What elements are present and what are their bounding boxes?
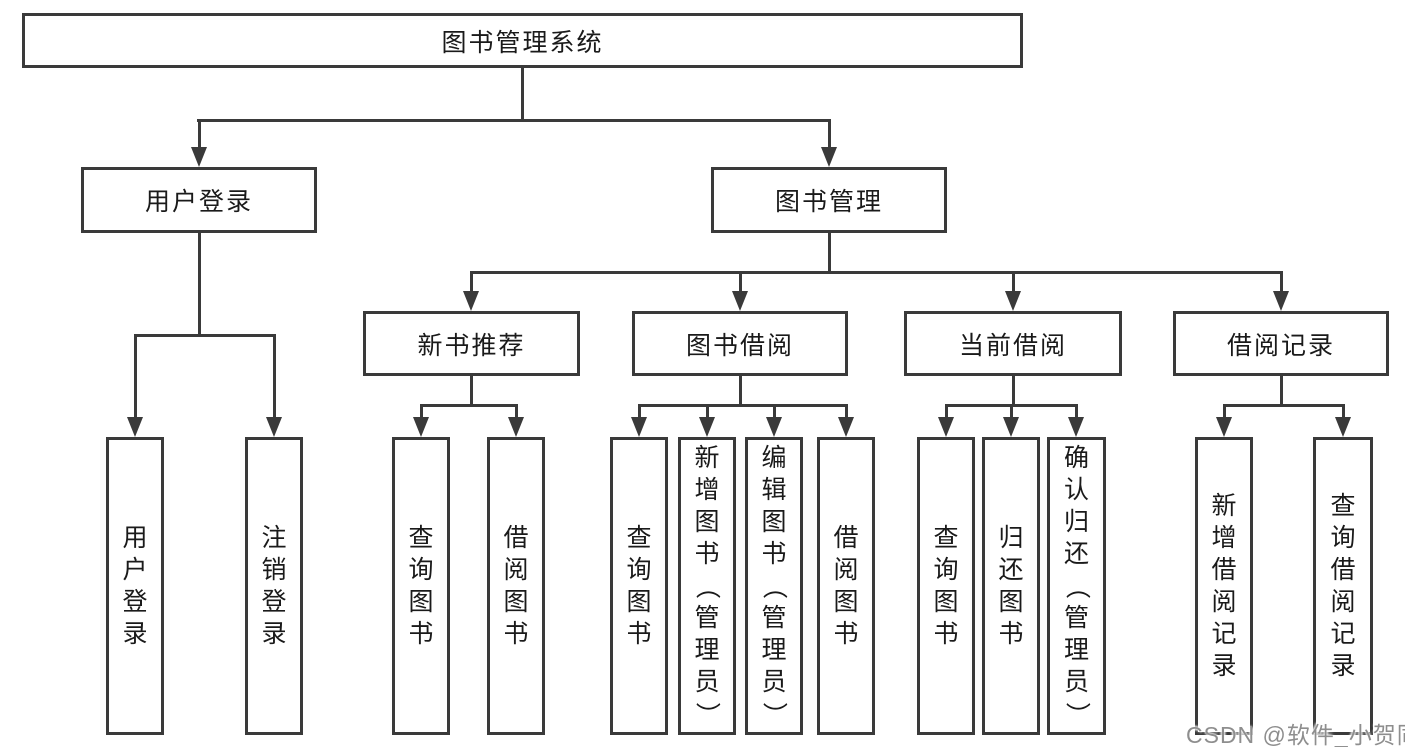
connector-arrowhead-icon <box>732 291 748 311</box>
connector-line <box>515 404 518 419</box>
leaf-records-add-record: 新增借阅记录 <box>1195 437 1253 735</box>
connector-line <box>945 404 948 419</box>
connector-line <box>1342 404 1345 419</box>
connector-arrowhead-icon <box>699 417 715 437</box>
connector-arrowhead-icon <box>631 417 647 437</box>
connector-line <box>197 119 831 122</box>
connector-arrowhead-icon <box>1273 291 1289 311</box>
node-book-borrow: 图书借阅 <box>632 311 848 376</box>
node-new-book-recommend: 新书推荐 <box>363 311 580 376</box>
connector-line <box>470 271 473 293</box>
connector-arrowhead-icon <box>1335 417 1351 437</box>
connector-line <box>198 233 201 337</box>
connector-line <box>273 334 276 419</box>
connector-line <box>420 404 518 407</box>
connector-line <box>470 271 1283 274</box>
leaf-borrow-borrow-books: 借阅图书 <box>817 437 875 735</box>
connector-arrowhead-icon <box>463 291 479 311</box>
connector-line <box>521 68 524 122</box>
connector-line <box>773 404 776 419</box>
connector-line <box>845 404 848 419</box>
connector-arrowhead-icon <box>821 147 837 167</box>
leaf-records-query-record: 查询借阅记录 <box>1313 437 1373 735</box>
node-root: 图书管理系统 <box>22 13 1023 68</box>
connector-line <box>1280 376 1283 407</box>
connector-arrowhead-icon <box>191 147 207 167</box>
leaf-borrow-add-books-admin: 新增图书（管理员） <box>678 437 736 735</box>
csdn-watermark: CSDN @软件_小贺同学 <box>1186 722 1405 747</box>
connector-line <box>1223 404 1226 419</box>
connector-line <box>198 119 201 149</box>
connector-line <box>638 404 641 419</box>
leaf-current-query-books: 查询图书 <box>917 437 975 735</box>
leaf-current-return-books: 归还图书 <box>982 437 1040 735</box>
leaf-logout: 注销登录 <box>245 437 303 735</box>
connector-line <box>828 119 831 149</box>
connector-arrowhead-icon <box>127 417 143 437</box>
connector-arrowhead-icon <box>413 417 429 437</box>
leaf-borrow-edit-books-admin: 编辑图书（管理员） <box>745 437 803 735</box>
connector-line <box>1010 404 1013 419</box>
node-borrow-records: 借阅记录 <box>1173 311 1389 376</box>
connector-line <box>420 404 423 419</box>
connector-arrowhead-icon <box>1216 417 1232 437</box>
connector-line <box>1075 404 1078 419</box>
connector-arrowhead-icon <box>766 417 782 437</box>
leaf-user-login: 用户登录 <box>106 437 164 735</box>
connector-arrowhead-icon <box>266 417 282 437</box>
connector-arrowhead-icon <box>938 417 954 437</box>
connector-arrowhead-icon <box>1003 417 1019 437</box>
leaf-recommend-borrow-books: 借阅图书 <box>487 437 545 735</box>
connector-arrowhead-icon <box>1005 291 1021 311</box>
connector-line <box>739 376 742 407</box>
connector-line <box>828 233 831 274</box>
connector-line <box>470 376 473 407</box>
connector-line <box>134 334 276 337</box>
connector-line <box>1012 271 1015 293</box>
connector-line <box>638 404 848 407</box>
node-book-management: 图书管理 <box>711 167 947 233</box>
connector-line <box>134 334 137 419</box>
connector-arrowhead-icon <box>508 417 524 437</box>
leaf-recommend-query-books: 查询图书 <box>392 437 450 735</box>
connector-arrowhead-icon <box>1068 417 1084 437</box>
node-user-login: 用户登录 <box>81 167 317 233</box>
connector-line <box>739 271 742 293</box>
leaf-current-confirm-return-admin: 确认归还（管理员） <box>1047 437 1106 735</box>
connector-line <box>1280 271 1283 293</box>
connector-arrowhead-icon <box>838 417 854 437</box>
connector-line <box>1012 376 1015 407</box>
connector-line <box>1223 404 1344 407</box>
node-current-borrow: 当前借阅 <box>904 311 1122 376</box>
connector-line <box>706 404 709 419</box>
leaf-borrow-query-books: 查询图书 <box>610 437 668 735</box>
